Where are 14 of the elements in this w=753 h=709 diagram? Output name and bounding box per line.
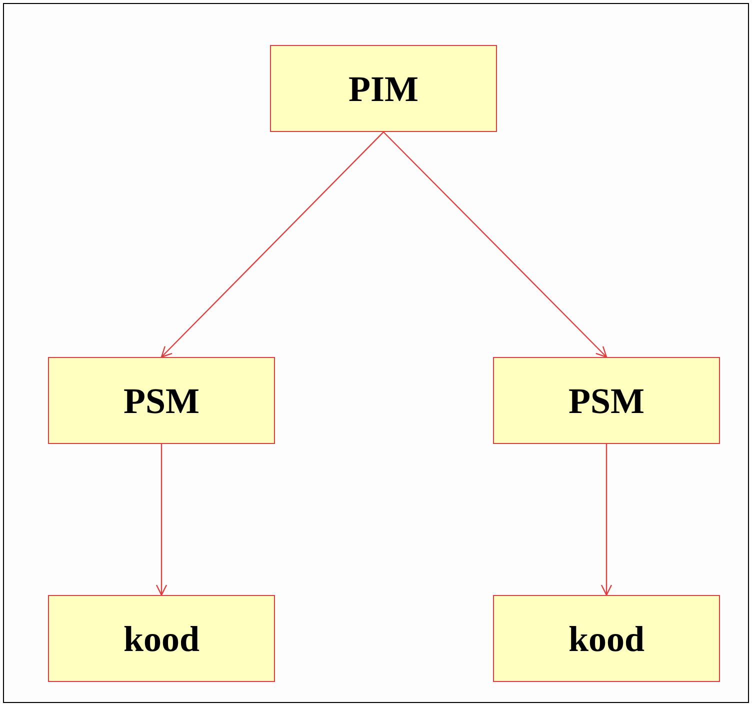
arrow <box>156 444 168 596</box>
box-label: kood <box>123 618 200 660</box>
process-box <box>270 45 497 132</box>
box-label: kood <box>568 618 645 660</box>
arrow <box>160 132 384 358</box>
box-label: PIM <box>348 68 418 110</box>
process-box <box>493 595 720 682</box>
box-label: PSM <box>124 380 200 422</box>
box-label: PSM <box>568 380 644 422</box>
process-box <box>48 595 275 682</box>
process-box <box>493 357 720 444</box>
process-box <box>48 357 275 444</box>
arrow <box>383 132 608 358</box>
arrow <box>600 444 612 596</box>
